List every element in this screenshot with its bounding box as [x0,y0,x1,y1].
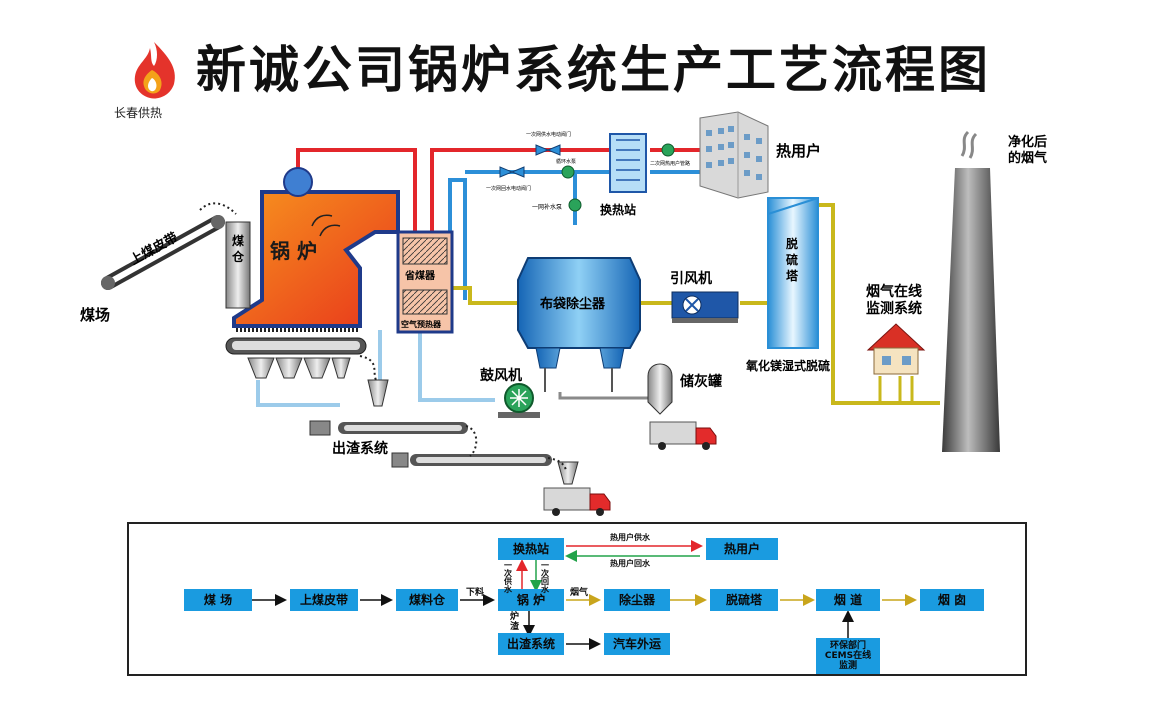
slag-conveyor-2 [391,452,579,485]
flow-box-boiler: 锅 炉 [498,589,564,611]
valve-supply-label: 一次网供水电动阀门 [526,131,571,138]
flow-box-coal-bunker: 煤料仓 [396,589,458,611]
logo-text: 长春供热 [114,106,163,120]
air-preheater-label: 空气预热器 [401,319,442,329]
page-title: 新诚公司锅炉系统生产工艺流程图 [196,41,991,99]
pump-makeup-label: 一网补水泵 [532,203,562,211]
flow-box-coal-yard: 煤 场 [184,589,252,611]
desulf-tower-label: 脱硫塔 [786,236,799,283]
flow-label-slag: 炉 渣 [510,612,520,632]
truck-slag [543,487,611,516]
id-fan [671,291,739,323]
flow-box-truck: 汽车外运 [604,633,670,655]
flow-chart-frame [127,522,1027,676]
chimney [942,168,1000,452]
flow-label-feed: 下料 [466,588,485,598]
heat-user-label: 热用户 [776,142,821,160]
truck-ash [649,421,717,450]
coal-bin [225,221,251,309]
ash-silo [647,363,673,415]
ash-pipe [558,392,648,400]
flue-gas-pipe [452,203,940,405]
bag-filter [517,257,641,392]
drum [283,167,313,197]
flow-box-heat-user: 热用户 [706,538,778,560]
fd-fan-label: 鼓风机 [480,367,522,384]
pump-circ-label: 循环水泵 [556,158,576,165]
flow-box-coal-belt: 上煤皮带 [290,589,358,611]
boiler-body [232,190,400,328]
flow-box-flue: 烟 道 [816,589,880,611]
boiler-label: 锅 炉 [270,239,317,263]
slag-system-label: 出渣系统 [332,440,388,457]
valves [499,144,561,178]
flame-logo-icon [134,42,175,99]
slag-conveyor-1 [309,379,468,436]
flow-box-dust: 除尘器 [604,589,670,611]
desulf-method-label: 氧化镁湿式脱硫 [745,358,830,373]
coal-belt [101,202,237,290]
ash-silo-label: 储灰罐 [679,373,722,390]
coal-bin-label: 煤仓 [231,233,245,264]
stack-label: 净化后的烟气 [1008,134,1047,166]
heat-exchanger [609,133,647,193]
id-fan-label: 引风机 [670,270,712,287]
bag-filter-label: 布袋除尘器 [540,296,606,312]
flow-box-slag: 出渣系统 [498,633,564,655]
desulf-tower [767,197,819,349]
valve-return-label: 一次网回水电动阀门 [486,185,531,192]
flow-label-primary-return: 一 次 回 水 [541,561,549,594]
smoke-icon [960,130,978,159]
return-pipe [448,170,700,300]
flow-box-heat-station: 换热站 [498,538,564,560]
fd-fan [498,383,540,418]
ash-hoppers [247,357,351,379]
flow-box-chimney: 烟 囱 [920,589,984,611]
heat-station-label: 换热站 [600,202,636,217]
flow-box-desulf: 脱硫塔 [710,589,778,611]
coal-yard-label: 煤场 [80,306,110,324]
monitoring-house [866,323,926,404]
economizer-label: 省煤器 [404,269,436,282]
monitoring-label: 烟气在线监测系统 [866,283,922,317]
flow-label-user-return: 热用户回水 [610,559,650,568]
pump-secondary-label: 二次网热用户管路 [650,160,690,167]
process-diagram: 上煤皮带 煤场 煤仓 锅 炉 省煤器 空气预热器 出渣系统 [80,111,1047,516]
flow-label-user-supply: 热用户供水 [610,533,650,542]
flow-box-env: 环保部门 CEMS在线 监测 [816,638,880,674]
pumps [561,143,675,212]
flow-label-primary-supply: 一 次 供 水 [504,561,512,594]
heat-user-building [699,111,769,199]
flow-label-flue-gas: 烟气 [570,588,589,598]
